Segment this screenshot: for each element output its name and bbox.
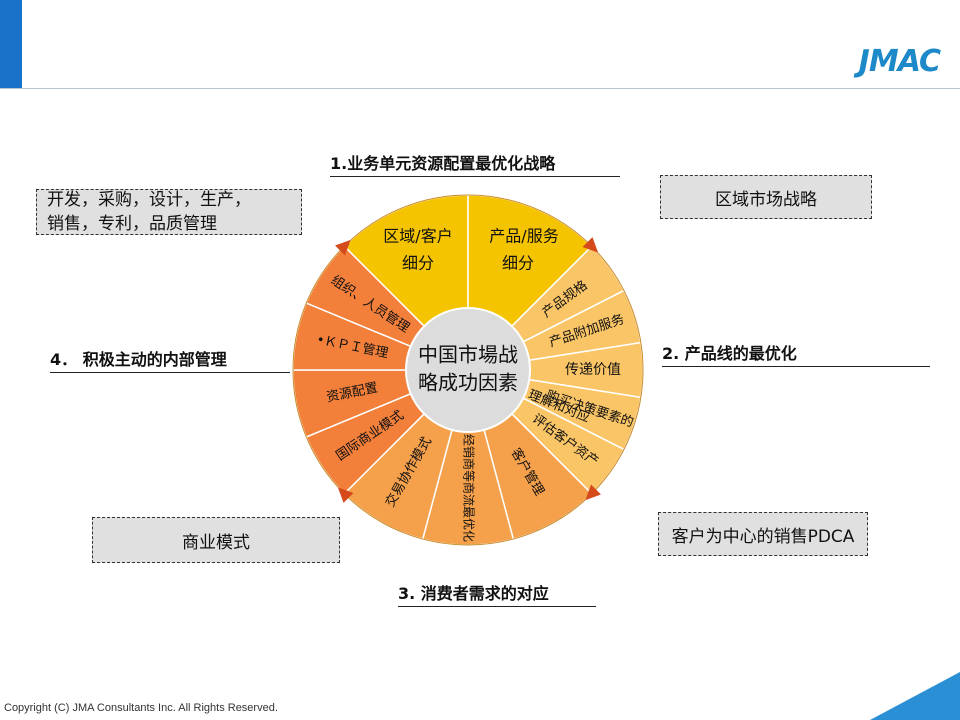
arrow-bottom-right <box>585 484 601 501</box>
box-functions-line2: 销售，专利，品质管理 <box>47 214 217 234</box>
jmac-logo: JMAC <box>858 44 941 79</box>
box-regional-market: 区域市场战略 <box>660 175 872 219</box>
heading-top: 1.业务单元资源配置最优化战略 <box>330 150 620 177</box>
wheel-center <box>405 307 531 433</box>
arrow-bottom-left <box>337 487 354 503</box>
segment-text-region-1: 区域/客户 <box>383 227 452 246</box>
header-accent <box>0 0 22 88</box>
copyright-text: Copyright (C) JMA Consultants Inc. All R… <box>4 702 278 714</box>
segment-text-product-1: 产品/服务 <box>489 227 558 246</box>
box-functions-line1: 开发，采购，设计，生产， <box>47 190 251 210</box>
heading-left: 4． 积极主动的内部管理 <box>50 346 290 373</box>
heading-bottom: 3. 消费者需求的对应 <box>398 580 596 607</box>
segment-text-region-2: 细分 <box>402 254 434 273</box>
box-functions: 开发，采购，设计，生产， 销售，专利，品质管理 <box>36 189 302 235</box>
arrow-top-right <box>582 237 599 253</box>
center-text-line2: 略成功因素 <box>418 371 518 395</box>
segment-text-product-2: 细分 <box>502 254 534 273</box>
arrow-top-left <box>335 239 351 256</box>
center-text-line1: 中国市場战 <box>418 343 518 367</box>
segment-text-r3: 传递价值 <box>565 362 621 378</box>
wheel-outline <box>292 194 644 546</box>
box-customer-pdca: 客户为中心的销售PDCA <box>658 512 868 556</box>
header-bar <box>0 0 960 89</box>
corner-decoration <box>870 672 960 720</box>
box-business-model: 商业模式 <box>92 517 340 563</box>
segment-text-b2: 经销商等商流最优化 <box>462 434 477 542</box>
heading-right: 2. 产品线的最优化 <box>662 340 930 367</box>
